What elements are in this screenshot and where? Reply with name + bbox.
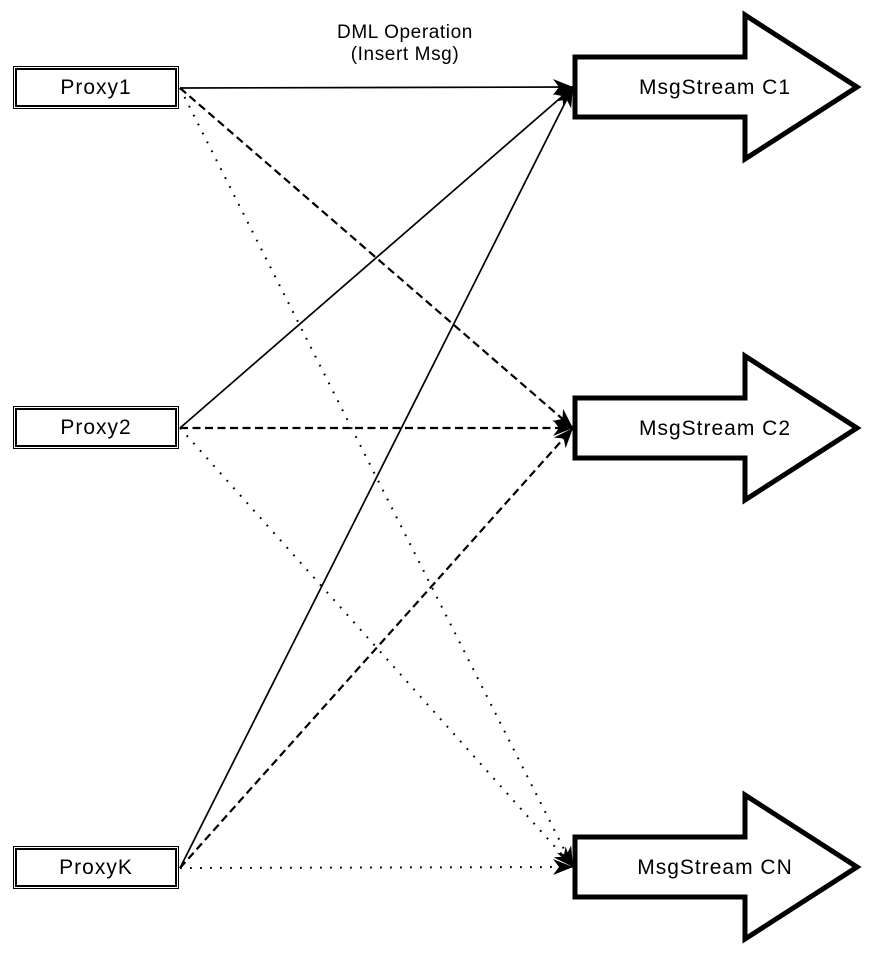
block-arrow-msgstream-cn [572,790,862,944]
block-arrow-layer [572,10,862,944]
edge-proxyk-c1-solid [179,86,574,869]
edge-proxy2-c1-solid [179,86,574,429]
node-msgstream-cn-label: MsgStream CN [637,856,793,879]
node-proxyk: ProxyK [13,846,179,889]
diagram-title-line1: DML Operation [337,22,473,43]
edge-proxyk-cn-dotted [179,859,574,876]
node-proxy2-label: Proxy2 [60,415,132,439]
node-proxy1-label: Proxy1 [60,75,132,99]
node-msgstream-c1-label: MsgStream C1 [638,76,792,99]
diagram-title-line2: (Insert Msg) [350,44,460,65]
node-proxyk-label: ProxyK [59,855,133,879]
edge-proxy2-cn-dotted [179,427,574,868]
node-proxy1: Proxy1 [13,66,179,109]
edge-proxy1-c1-solid [179,79,574,96]
block-arrow-msgstream-c2 [572,351,862,505]
edge-layer [179,79,574,876]
edge-proxyk-c2-dashed [179,427,574,869]
block-arrow-msgstream-c1 [572,10,862,164]
diagram-title: DML Operation (Insert Msg) [337,22,473,66]
node-msgstream-c2-label: MsgStream C2 [638,417,792,440]
node-proxy2: Proxy2 [13,406,179,449]
